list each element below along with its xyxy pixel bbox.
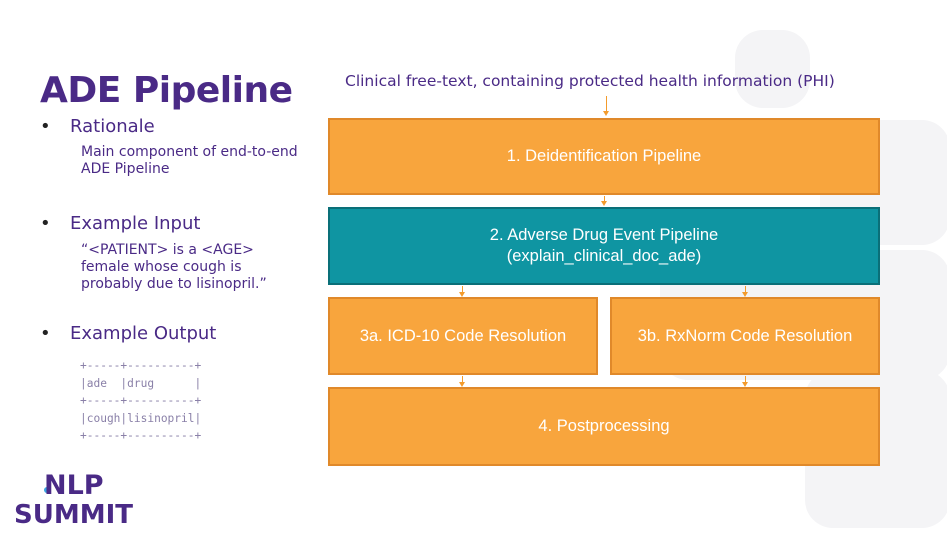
example-input-text: “<PATIENT> is a <AGE> female whose cough…	[81, 242, 267, 292]
postprocessing-label: 4. Postprocessing	[538, 417, 670, 435]
bullet-label: Example Input	[70, 213, 201, 234]
icd10-resolution-step: 3a. ICD-10 Code Resolution	[328, 297, 598, 375]
bullet-rationale: • Rationale	[40, 116, 155, 137]
icd10-label: 3a. ICD-10 Code Resolution	[359, 326, 567, 345]
example-output-table: +-----+----------+ |ade |drug | +-----+-…	[80, 359, 202, 442]
svg-text:SUMMIT: SUMMIT	[14, 500, 133, 530]
bullet-dot: •	[40, 323, 51, 344]
deidentification-step: 1. Deidentification Pipeline	[328, 118, 880, 195]
bullet-label: Example Output	[70, 323, 217, 344]
rxnorm-label: 3b. RxNorm Code Resolution	[637, 326, 853, 345]
ade-pipeline-label: 2. Adverse Drug Event Pipeline	[489, 226, 719, 244]
bullet-example-input: • Example Input	[40, 213, 200, 234]
deidentification-label: 1. Deidentification Pipeline	[506, 147, 702, 165]
input-caption: Clinical free-text, containing protected…	[345, 72, 835, 90]
flow-arrow	[603, 96, 609, 116]
ade-pipeline-step: 2. Adverse Drug Event Pipeline (explain_…	[328, 207, 880, 285]
postprocessing-step: 4. Postprocessing	[328, 387, 880, 466]
bullet-label: Rationale	[70, 116, 155, 137]
rationale-text: Main component of end-to-end ADE Pipelin…	[81, 144, 298, 177]
flow-arrow	[742, 376, 748, 387]
nlp-summit-logo: NLP SUMMIT	[14, 470, 133, 530]
ade-pipeline-sublabel: (explain_clinical_doc_ade)	[506, 247, 702, 265]
flow-arrow	[459, 376, 465, 387]
svg-text:NLP: NLP	[44, 470, 104, 501]
rxnorm-resolution-step: 3b. RxNorm Code Resolution	[610, 297, 880, 375]
flow-arrow	[601, 196, 607, 206]
logo-dot-icon	[44, 487, 50, 493]
page-title: ADE Pipeline	[40, 70, 293, 111]
background-shape	[735, 30, 810, 108]
bullet-dot: •	[40, 213, 51, 234]
flow-arrow	[742, 286, 748, 297]
bullet-dot: •	[40, 116, 51, 137]
flow-arrow	[459, 286, 465, 297]
bullet-example-output: • Example Output	[40, 323, 216, 344]
